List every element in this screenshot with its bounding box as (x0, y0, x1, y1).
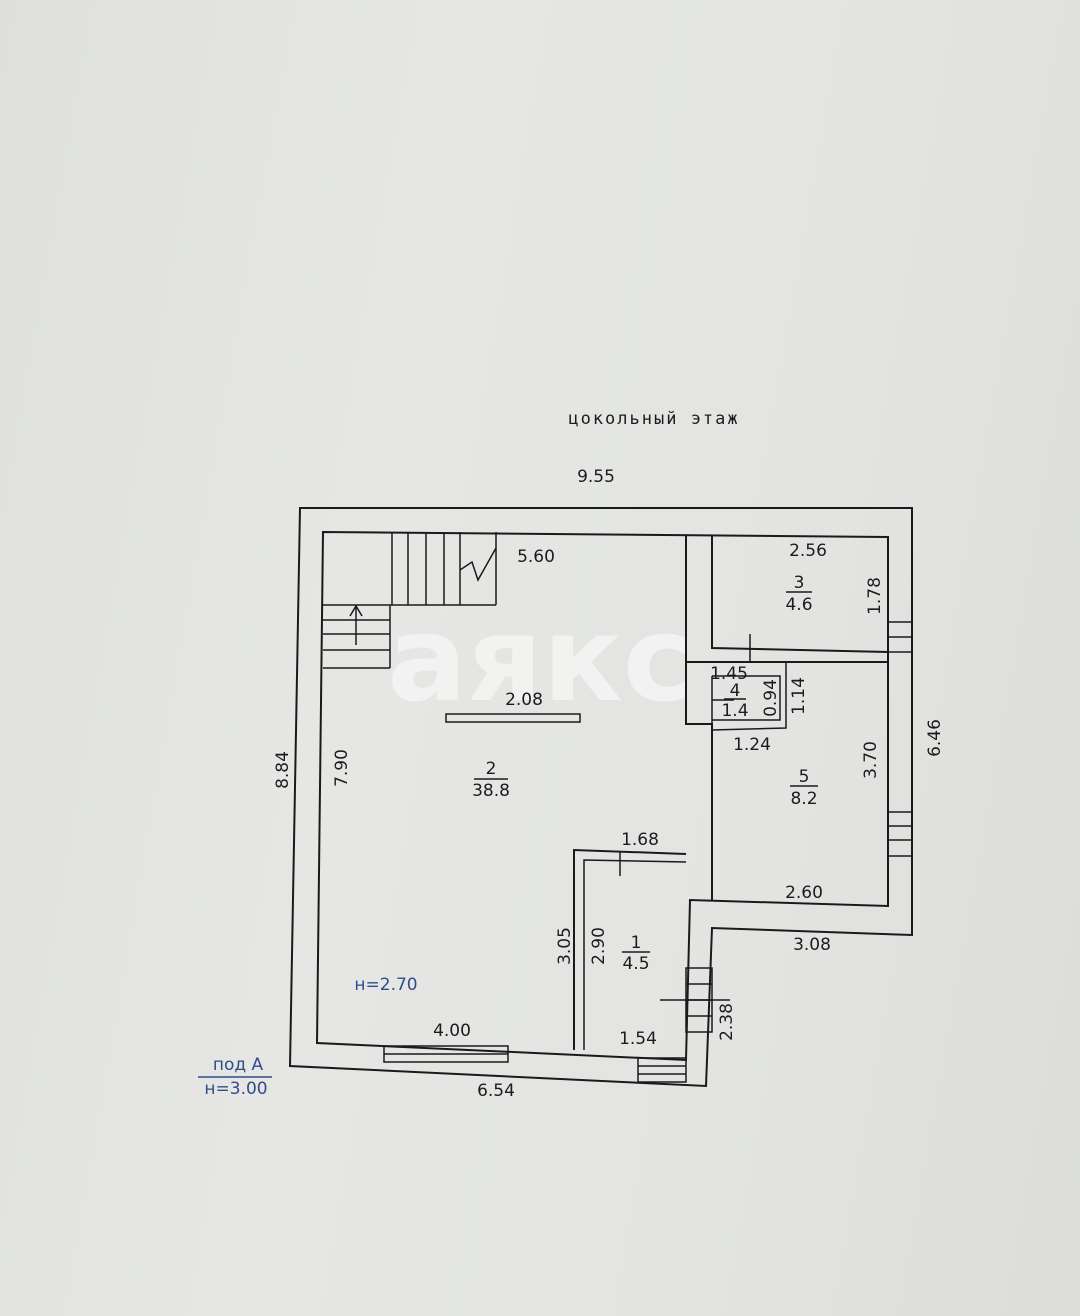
dim-left-height: 8.84 (273, 751, 293, 789)
room3-area: 4.6 (785, 595, 812, 615)
dim-step-width: 3.08 (793, 935, 831, 955)
room5-width: 2.60 (785, 883, 823, 903)
room5-area: 8.2 (790, 789, 817, 809)
inner-wall-outline (315, 530, 889, 1062)
room5-height: 3.70 (861, 741, 881, 779)
room2-beam-length: 2.08 (505, 690, 543, 710)
dim-bottom-width: 6.54 (477, 1081, 515, 1101)
dim-right-height: 6.46 (925, 719, 945, 757)
plan-title: цокольный этаж (568, 409, 739, 429)
room2-number: 2 (486, 759, 497, 779)
room1-left-outer: 3.05 (555, 927, 575, 965)
room3-height: 1.78 (865, 577, 885, 615)
beam (445, 713, 581, 723)
window-room5 (887, 811, 913, 857)
room4-area: 1.4 (721, 701, 748, 721)
room4-wall-b (711, 662, 787, 731)
room1-left-inner: 2.90 (589, 927, 609, 965)
room4-number: 4 (730, 681, 741, 701)
window-room1-bottom (637, 1057, 687, 1083)
basement-height: н=3.00 (204, 1079, 267, 1099)
room4-width-bottom: 1.24 (733, 735, 771, 755)
partition-room1-inner (583, 859, 687, 1050)
room4-height-outer: 1.14 (789, 677, 809, 715)
room1-area: 4.5 (622, 954, 649, 974)
room2-top-length: 5.60 (517, 547, 555, 567)
window-room3 (887, 621, 913, 653)
room4-height-inner: 0.94 (761, 679, 781, 717)
room1-number: 1 (631, 933, 642, 953)
room5-number: 5 (799, 767, 810, 787)
staircase (323, 532, 497, 669)
partition-room4 (685, 662, 713, 900)
room2-area: 38.8 (472, 781, 510, 801)
dim-top-width: 9.55 (577, 467, 615, 487)
outer-wall-outline (288, 507, 913, 1088)
room2-left-height: 7.90 (332, 749, 352, 787)
partition-room1 (573, 848, 687, 1050)
room4-wall-a (712, 675, 781, 721)
partition-room3-inner (711, 536, 889, 653)
room1-right-height: 2.38 (717, 1003, 737, 1041)
room2-bottom-length: 4.00 (433, 1021, 471, 1041)
basement-label: под А (213, 1055, 264, 1075)
room2-ceiling-height: н=2.70 (354, 975, 417, 995)
room3-width: 2.56 (789, 541, 827, 561)
window-hall-bottom (383, 1045, 509, 1063)
room1-top-width: 1.68 (621, 830, 659, 850)
room4-width-top: 1.45 (710, 664, 748, 684)
watermark: аякс (387, 590, 692, 728)
room3-number: 3 (794, 573, 805, 593)
room1-bottom-width: 1.54 (619, 1029, 657, 1049)
